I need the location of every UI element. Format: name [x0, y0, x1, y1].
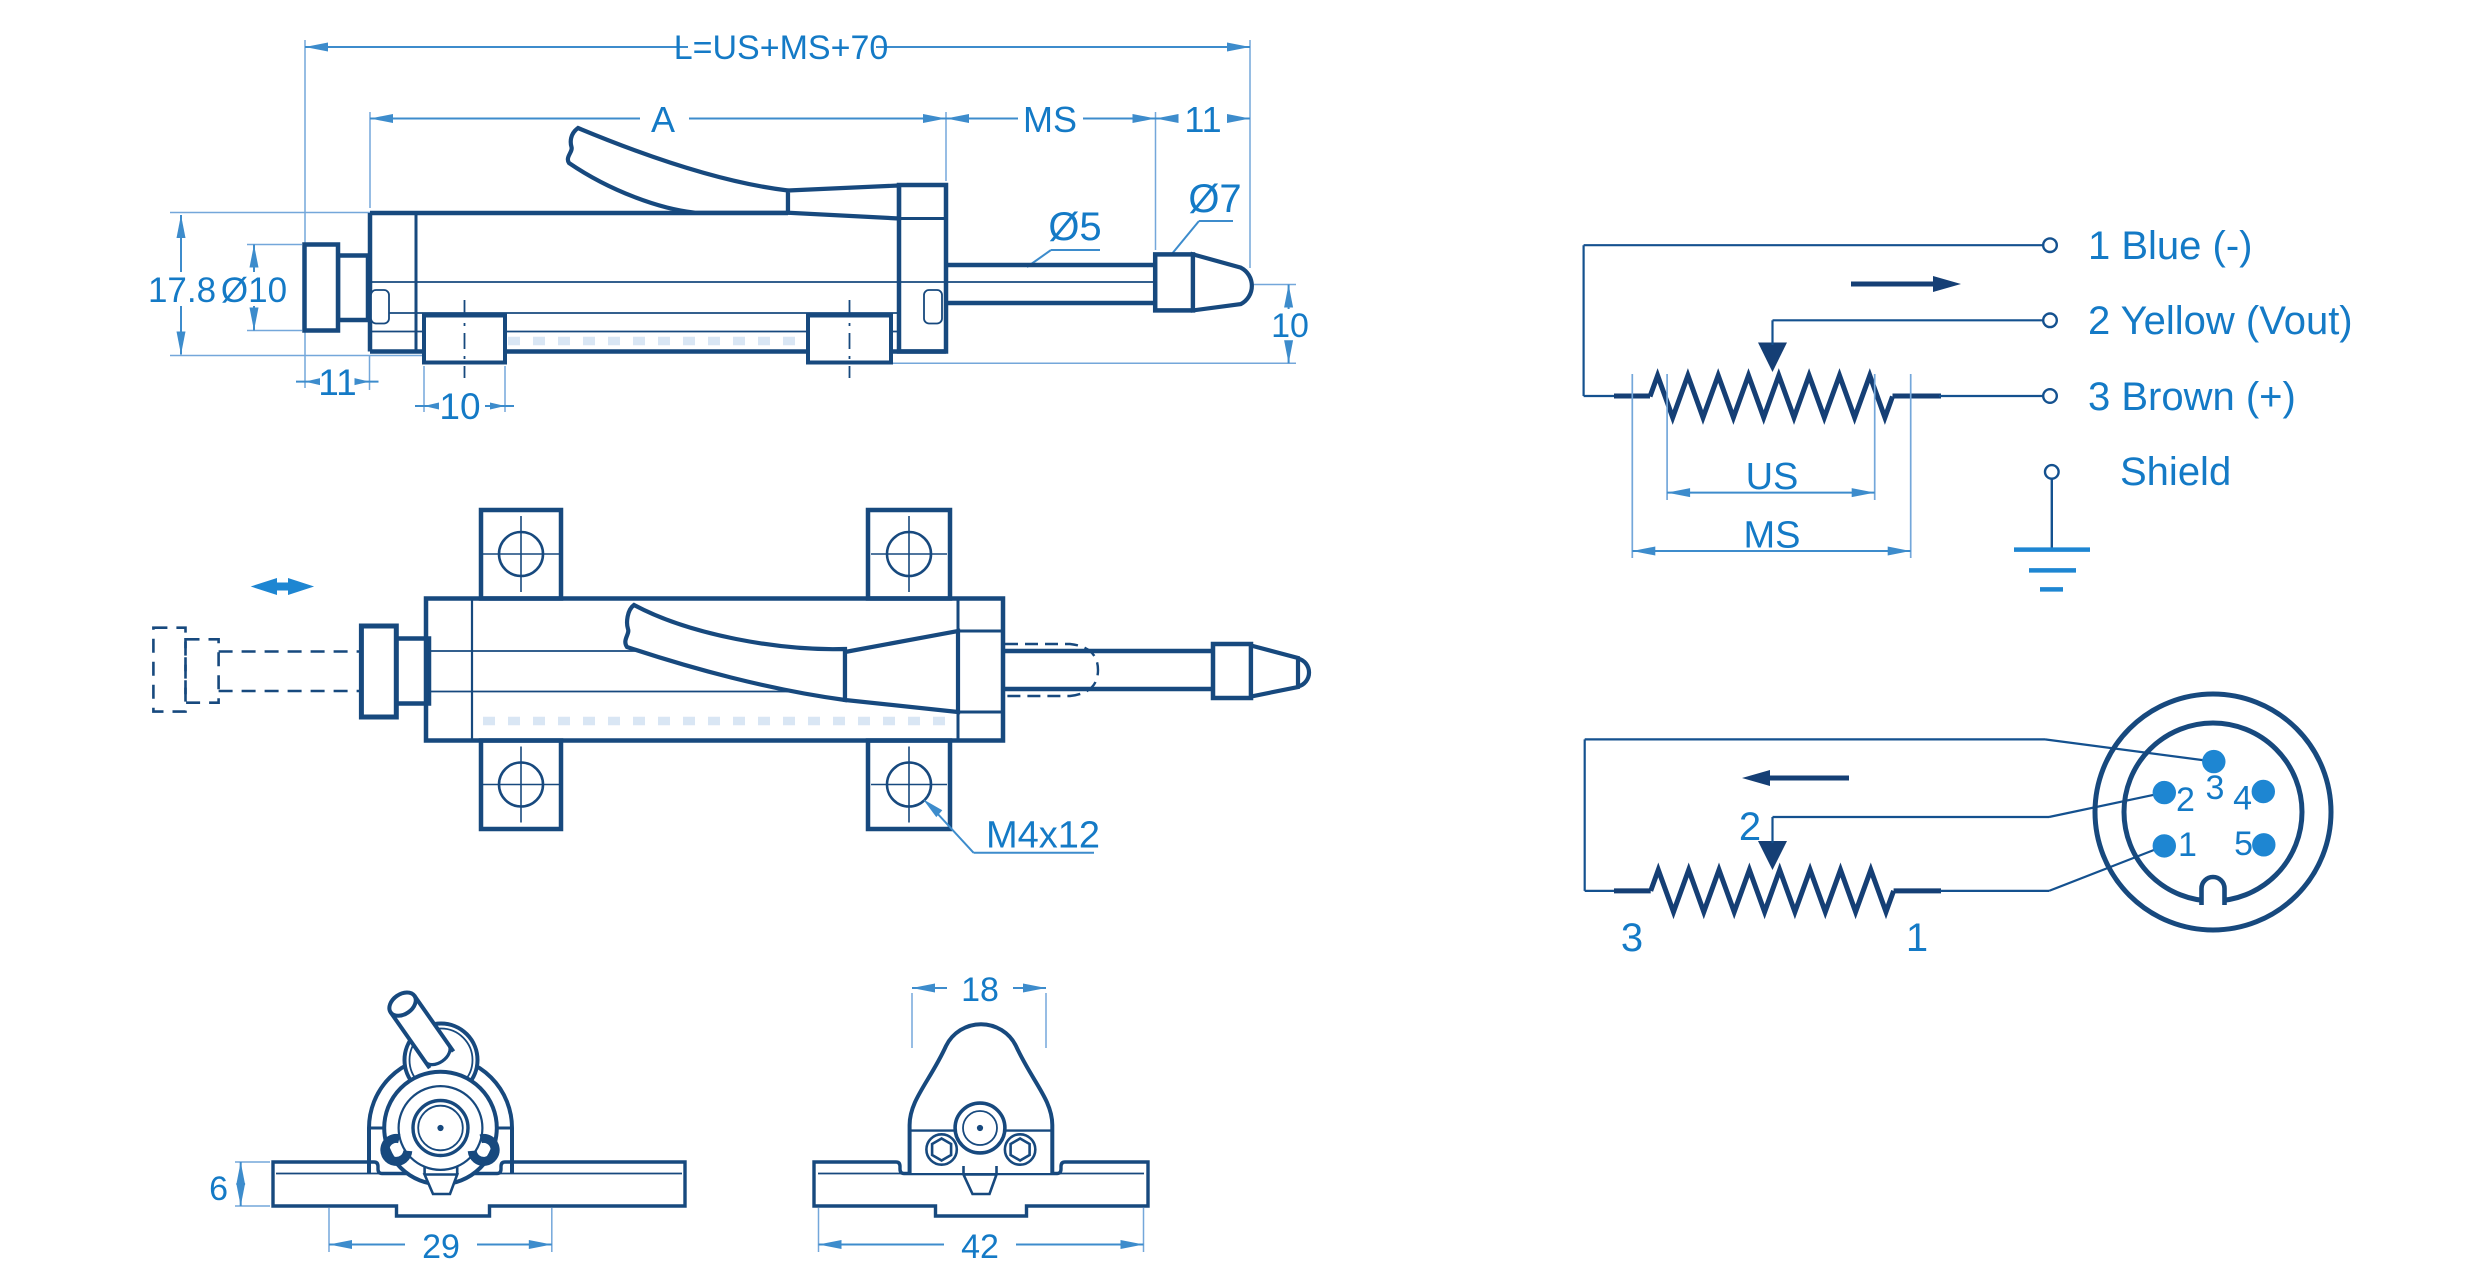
svg-text:Shield: Shield: [2120, 450, 2231, 494]
svg-text:3: 3: [1621, 916, 1643, 960]
svg-text:4: 4: [2233, 780, 2252, 818]
svg-text:MS: MS: [1023, 99, 1077, 140]
svg-text:Ø7: Ø7: [1188, 177, 1241, 221]
svg-text:5: 5: [2234, 825, 2253, 863]
svg-text:11: 11: [318, 362, 356, 403]
svg-text:1: 1: [2178, 826, 2197, 864]
svg-text:3: 3: [2206, 769, 2225, 807]
svg-text:10: 10: [1271, 307, 1309, 345]
svg-text:M4x12: M4x12: [986, 815, 1100, 857]
svg-text:10: 10: [439, 386, 480, 427]
svg-text:6: 6: [209, 1170, 228, 1208]
svg-text:29: 29: [422, 1228, 460, 1266]
svg-text:3 Brown (+): 3 Brown (+): [2088, 375, 2296, 419]
svg-text:A: A: [651, 99, 675, 140]
svg-text:MS: MS: [1744, 515, 1801, 557]
svg-text:2: 2: [1739, 805, 1761, 849]
svg-text:18: 18: [961, 971, 999, 1009]
svg-text:US: US: [1746, 456, 1799, 498]
svg-text:42: 42: [961, 1228, 999, 1266]
svg-text:Ø10: Ø10: [221, 271, 287, 310]
svg-text:2 Yellow (Vout): 2 Yellow (Vout): [2088, 299, 2353, 343]
svg-text:2: 2: [2176, 781, 2195, 819]
svg-text:17.8: 17.8: [148, 271, 216, 310]
svg-text:L=US+MS+70: L=US+MS+70: [674, 29, 889, 67]
svg-text:1 Blue (-): 1 Blue (-): [2088, 224, 2253, 268]
svg-text:11: 11: [1184, 99, 1221, 140]
svg-text:Ø5: Ø5: [1048, 205, 1101, 249]
svg-text:1: 1: [1906, 916, 1928, 960]
